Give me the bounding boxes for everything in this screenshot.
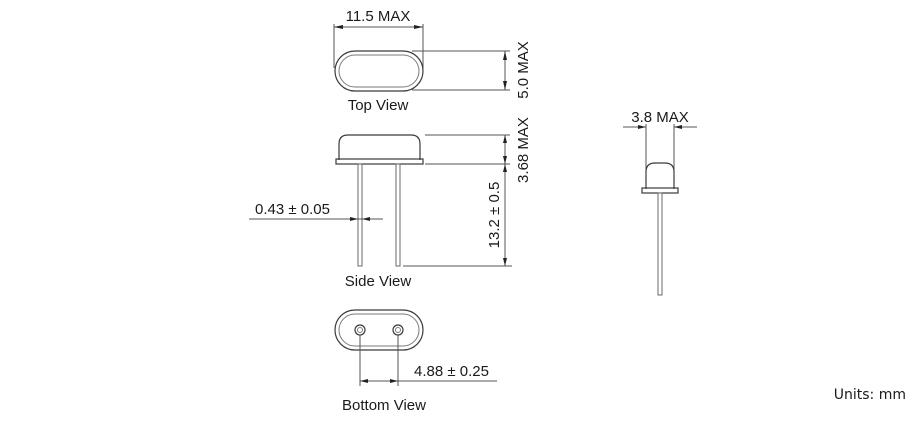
side-view: 3.68 MAX 13.2 ± 0.5 0.43 ± 0.05 Side Vie… <box>249 117 532 290</box>
arrow-icon <box>390 379 398 383</box>
bottom-view-lead-hole-left <box>354 324 366 336</box>
top-view-inner-oval <box>338 54 420 88</box>
side-view-lead-right <box>395 163 401 267</box>
arrow-icon <box>674 125 682 129</box>
bottom-view-inner-oval <box>338 313 420 347</box>
side-view-lead-diameter-label: 0.43 ± 0.05 <box>255 201 330 218</box>
bottom-view-lead-hole-right <box>392 324 404 336</box>
arrow-icon <box>503 164 507 172</box>
bottom-view-label: Bottom View <box>342 397 426 414</box>
side-view-body-height-label: 3.68 MAX <box>515 117 532 183</box>
side-view-flange <box>335 158 424 165</box>
bottom-view-lead-right <box>395 327 401 333</box>
arrow-icon <box>638 125 646 129</box>
top-view-label: Top View <box>348 97 409 114</box>
arrow-icon <box>503 81 507 90</box>
bottom-view-spacing-label: 4.88 ± 0.25 <box>414 363 489 380</box>
bottom-view-lead-left <box>357 327 363 333</box>
top-view: 11.5 MAX 5.0 MAX Top View <box>333 8 532 114</box>
end-view: 3.8 MAX <box>623 109 697 296</box>
arrow-icon <box>503 156 507 164</box>
side-view-lead-left <box>357 163 363 267</box>
arrow-icon <box>503 51 507 60</box>
end-view-thickness-label: 3.8 MAX <box>631 109 689 126</box>
arrow-icon <box>503 258 507 266</box>
top-view-height-label: 5.0 MAX <box>515 41 532 99</box>
side-view-label: Side View <box>345 273 412 290</box>
top-view-outer-oval <box>334 50 424 92</box>
arrow-icon <box>362 217 370 221</box>
end-view-body <box>645 162 675 189</box>
end-view-flange <box>641 187 679 194</box>
bottom-view: 4.88 ± 0.25 Bottom View <box>334 309 497 414</box>
end-view-lead <box>657 192 663 296</box>
side-view-lead-length-label: 13.2 ± 0.5 <box>486 182 503 249</box>
arrow-icon <box>334 25 343 29</box>
bottom-view-outer-oval <box>334 309 424 351</box>
arrow-icon <box>503 135 507 143</box>
side-view-body <box>338 134 421 160</box>
arrow-icon <box>360 379 368 383</box>
top-view-width-label: 11.5 MAX <box>346 8 411 25</box>
units-note: Units: mm <box>834 387 906 403</box>
arrow-icon <box>350 217 358 221</box>
arrow-icon <box>414 25 423 29</box>
